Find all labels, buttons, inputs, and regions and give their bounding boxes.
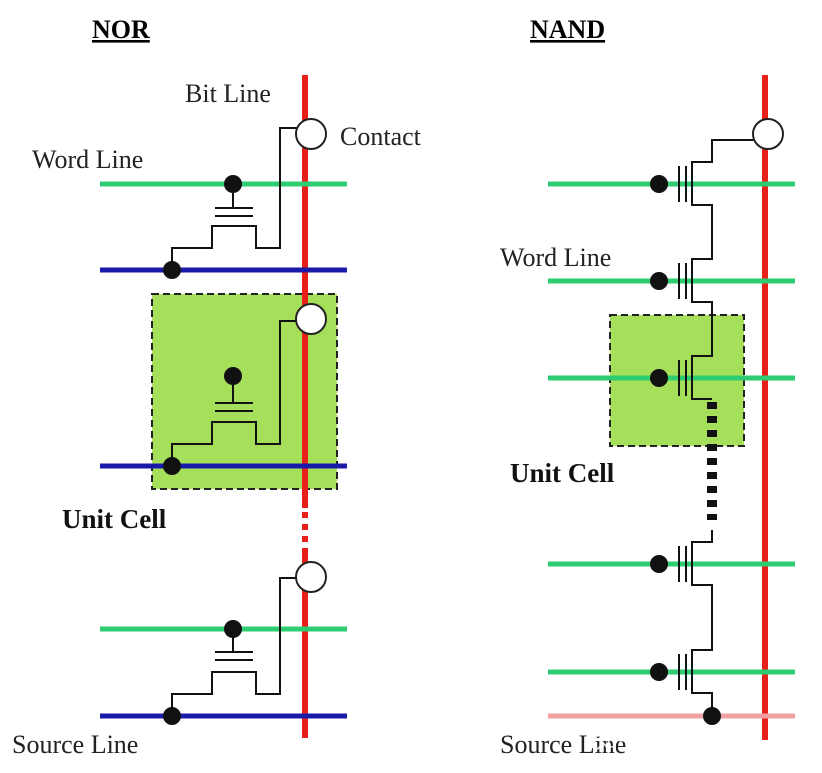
nand-unit-cell-label: Unit Cell — [510, 458, 615, 488]
nor-gate-node-3 — [224, 620, 242, 638]
nand-chain-lower — [691, 530, 713, 716]
nor-transistor-2 — [171, 320, 305, 466]
nand-gate-node-4 — [650, 555, 668, 573]
watermark: 知乎 @木禾投研 — [596, 729, 757, 754]
nor-word-line-label: Word Line — [32, 145, 143, 174]
nand-gate-node-3 — [650, 369, 668, 387]
nor-bit-line-label: Bit Line — [185, 79, 271, 108]
nor-contact-1 — [295, 118, 327, 150]
nor-source-node-1 — [163, 261, 181, 279]
nand-word-line-label: Word Line — [500, 243, 611, 272]
nor-contact-label: Contact — [340, 122, 422, 151]
nor-transistor-1 — [171, 127, 305, 270]
nand-gates-upper — [678, 166, 687, 396]
nand-gate-node-5 — [650, 663, 668, 681]
nand-chain-upper — [691, 134, 769, 400]
nor-source-line-label: Source Line — [12, 730, 138, 759]
nor-section: NOR — [12, 15, 422, 759]
nor-gate-node-1 — [224, 175, 242, 193]
nor-source-node-3 — [163, 707, 181, 725]
nor-unit-cell-label: Unit Cell — [62, 504, 167, 534]
nand-source-line-label: Source Line — [500, 730, 626, 759]
nand-title: NAND — [530, 15, 605, 44]
nand-section: NAND — [500, 15, 795, 759]
nor-source-node-2 — [163, 457, 181, 475]
nand-gates-lower — [678, 546, 687, 690]
nand-gate-node-2 — [650, 272, 668, 290]
nand-gate-node-1 — [650, 175, 668, 193]
nor-gate-node-2 — [224, 367, 242, 385]
nor-contact-2 — [295, 303, 327, 335]
nor-transistor-3 — [171, 577, 305, 716]
nand-contact — [752, 118, 784, 150]
nand-source-node — [703, 707, 721, 725]
nor-title: NOR — [92, 15, 150, 44]
nor-contact-3 — [295, 561, 327, 593]
